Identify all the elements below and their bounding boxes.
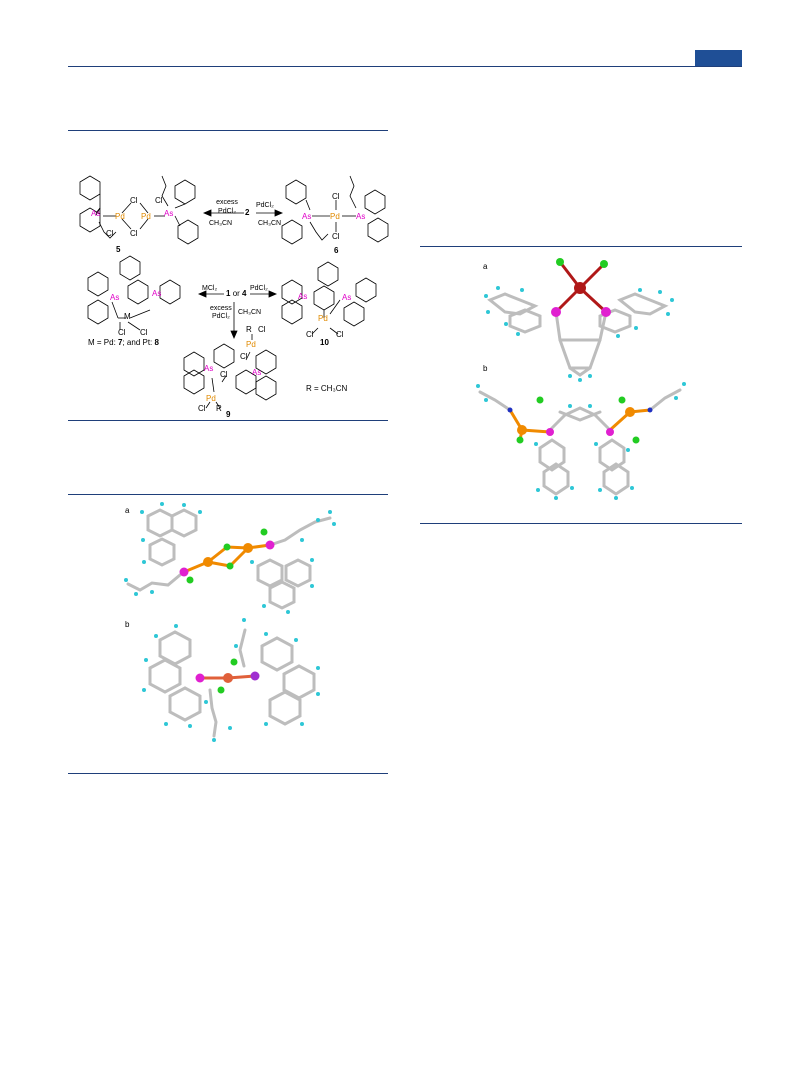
compound-5-label: 5: [116, 245, 121, 254]
as-label-5b: As: [164, 209, 174, 218]
compound-1-label: 1: [226, 289, 231, 298]
compound-2-label: 2: [245, 208, 250, 217]
reagent-pdcl2-right: PdCl₂: [250, 285, 268, 292]
reagent-ch3cn-top: CH₃CN: [209, 220, 233, 227]
as-label-7a: As: [110, 293, 120, 302]
r-label: R: [216, 404, 222, 413]
as-label-10b: As: [342, 293, 352, 302]
reagent-excess-down: excess: [210, 305, 232, 312]
reagent-ch3cn-down: CH₃CN: [238, 309, 262, 316]
figure-left-bottom-rule: [68, 773, 388, 774]
as-label-6b: As: [356, 212, 366, 221]
or-text: or: [232, 289, 240, 298]
reagent-mcl2: MCl₂: [202, 285, 218, 292]
scheme-bottom-rule: [68, 420, 388, 421]
header-rule: [68, 66, 742, 67]
figure-right-top-rule: [420, 246, 742, 247]
compound-6-label: 6: [334, 246, 339, 255]
reagent-line: excess: [216, 199, 238, 206]
as-label-5a: As: [91, 209, 101, 218]
cl-label: Cl: [130, 196, 138, 205]
cl-label: Cl: [220, 370, 228, 379]
pd-label-10: Pd: [318, 314, 328, 323]
pd-label-6: Pd: [330, 212, 340, 221]
m-caption-number: 7: [118, 338, 123, 347]
pd-label-9a: Pd: [246, 340, 256, 349]
figure-right-bottom-rule: [420, 523, 742, 524]
panel-b-label: b: [483, 364, 488, 373]
panel-a-label: a: [483, 262, 488, 271]
reagent-excess-pdcl2-top: excess PdCl₂: [214, 198, 240, 216]
cl-label: Cl: [130, 229, 138, 238]
figure-left-top-rule: [68, 494, 388, 495]
m-caption: M = Pd: 7; and Pt: 8: [88, 338, 159, 347]
pd-label-5a: Pd: [115, 212, 125, 221]
center-compounds: 1 or 4: [226, 289, 247, 298]
as-label-10a: As: [298, 292, 308, 301]
cl-label: Cl: [332, 192, 340, 201]
ch3cn-ligand: CH₃CN: [258, 220, 282, 227]
scheme-top-rule: [68, 130, 388, 131]
as-label-6a: As: [302, 212, 312, 221]
journal-tab: [695, 50, 742, 66]
r-label: R: [246, 325, 252, 334]
m-caption-text: ; and Pt:: [122, 338, 155, 347]
as-label-9b: As: [252, 368, 262, 377]
panel-b-label: b: [125, 620, 130, 629]
m-label: M: [124, 312, 131, 321]
pd-label-5b: Pd: [141, 212, 151, 221]
cl-label: Cl: [198, 404, 206, 413]
as-label-9a: As: [204, 364, 214, 373]
compound-9-label: 9: [226, 410, 231, 419]
as-label-7b: As: [152, 289, 162, 298]
cl-label: Cl: [336, 330, 344, 339]
cl-label: Cl: [240, 352, 248, 361]
compound-4-label: 4: [242, 289, 247, 298]
cl-label: Cl: [332, 232, 340, 241]
cl-label: Cl: [106, 229, 114, 238]
pd-label-9b: Pd: [206, 394, 216, 403]
compound-10-label: 10: [320, 338, 329, 347]
m-caption-text: M = Pd:: [88, 338, 119, 347]
cl-label: Cl: [155, 196, 163, 205]
reagent-pdcl2-top-right: PdCl₂: [256, 202, 274, 209]
cl-label: Cl: [306, 330, 314, 339]
cl-label: Cl: [140, 328, 148, 337]
reagent-line: PdCl₂: [218, 208, 236, 215]
panel-a-label: a: [125, 506, 130, 515]
r-definition: R = CH₃CN: [306, 384, 348, 393]
m-caption-number: 8: [154, 338, 159, 347]
cl-label: Cl: [118, 328, 126, 337]
reagent-pdcl2-down: PdCl₂: [212, 313, 230, 320]
cl-label: Cl: [258, 325, 266, 334]
